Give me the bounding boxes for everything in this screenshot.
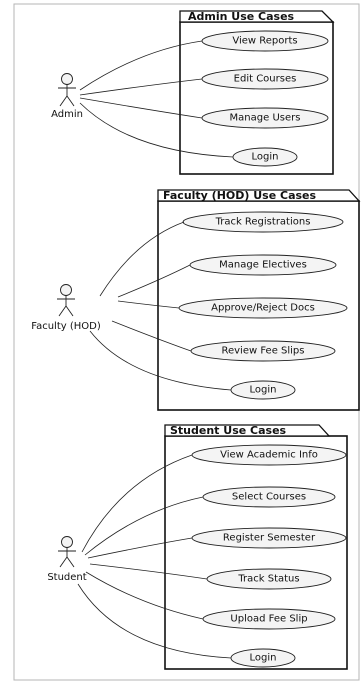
association-line bbox=[79, 102, 234, 158]
association-line bbox=[111, 320, 192, 352]
association-line bbox=[79, 97, 203, 119]
actor-leg-right bbox=[66, 556, 75, 568]
association-line bbox=[77, 583, 232, 659]
actor-leg-left bbox=[59, 556, 68, 568]
association-line bbox=[79, 78, 203, 96]
actor-faculty: Faculty (HOD) bbox=[31, 284, 101, 332]
actor-leg-left bbox=[59, 95, 68, 107]
package-tab bbox=[179, 10, 335, 23]
use-case-label: Approve/Reject Docs bbox=[211, 303, 315, 314]
package-title: Student Use Cases bbox=[170, 424, 287, 437]
association-line bbox=[117, 300, 180, 309]
association-line bbox=[84, 496, 204, 556]
use-case-label: Track Registrations bbox=[215, 217, 311, 228]
use-case-label: View Reports bbox=[232, 36, 297, 47]
use-case-label: Login bbox=[252, 152, 279, 163]
association-line bbox=[87, 537, 193, 559]
package-student: Student Use Cases View Academic Info Sel… bbox=[164, 424, 348, 670]
package-frame bbox=[164, 435, 348, 670]
association-line bbox=[79, 40, 203, 91]
actor-leg-left bbox=[58, 305, 67, 317]
actor-leg-right bbox=[66, 95, 75, 107]
use-case-label: Upload Fee Slip bbox=[230, 614, 307, 625]
actor-student: Student bbox=[47, 536, 87, 583]
use-case-label: Manage Users bbox=[230, 113, 301, 124]
package-admin: Admin Use Cases View Reports Edit Course… bbox=[179, 10, 335, 175]
package-title: Faculty (HOD) Use Cases bbox=[163, 189, 317, 202]
use-case-label: Select Courses bbox=[232, 492, 306, 503]
package-tab bbox=[164, 424, 331, 437]
actor-label: Faculty (HOD) bbox=[31, 321, 101, 332]
use-case-label: Edit Courses bbox=[234, 74, 297, 85]
actor-head bbox=[61, 536, 73, 548]
association-line bbox=[85, 571, 204, 620]
use-case-label: Review Fee Slips bbox=[221, 346, 304, 357]
association-line bbox=[81, 454, 193, 553]
use-case-label: Manage Electives bbox=[219, 260, 307, 271]
package-faculty: Faculty (HOD) Use Cases Track Registrati… bbox=[157, 189, 361, 411]
association-line bbox=[89, 330, 232, 391]
use-case-label: Login bbox=[250, 653, 277, 664]
actor-head bbox=[61, 73, 73, 85]
package-title: Admin Use Cases bbox=[188, 10, 295, 23]
association-line bbox=[89, 563, 208, 580]
association-line bbox=[117, 264, 191, 298]
use-case-label: Login bbox=[250, 385, 277, 396]
actor-label: Admin bbox=[51, 109, 83, 120]
actor-head bbox=[60, 284, 72, 296]
use-case-label: Track Status bbox=[237, 574, 299, 585]
actor-leg-right bbox=[65, 305, 74, 317]
use-case-label: View Academic Info bbox=[220, 450, 318, 461]
actor-label: Student bbox=[47, 572, 86, 583]
package-tab bbox=[157, 189, 361, 202]
association-line bbox=[99, 221, 185, 297]
use-case-label: Register Semester bbox=[223, 533, 316, 544]
actor-admin: Admin bbox=[51, 73, 83, 120]
